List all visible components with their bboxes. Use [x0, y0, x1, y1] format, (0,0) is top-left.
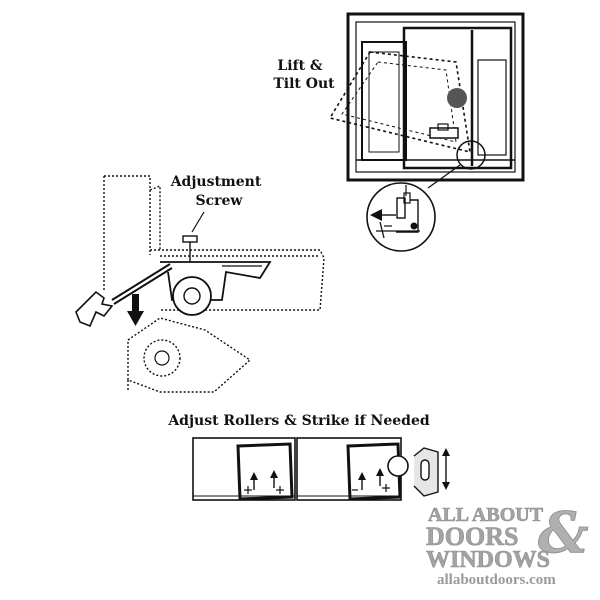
leader-to-screw [191, 211, 205, 233]
svg-text:allaboutdoors.com: allaboutdoors.com [437, 572, 556, 588]
svg-text:DOORS: DOORS [426, 522, 518, 551]
adjust-rollers-label: Adjust Rollers & Strike if Needed [167, 413, 430, 429]
svg-text:Adjustment: Adjustment [170, 174, 262, 190]
adjustment-label: Adjustment Screw [170, 174, 262, 209]
door-after-icon [296, 437, 409, 501]
window-illustration [328, 12, 525, 182]
svg-text:WINDOWS: WINDOWS [426, 547, 550, 573]
door-before-icon [192, 437, 296, 501]
svg-text:Lift &: Lift & [277, 58, 323, 74]
roller-assembly [143, 235, 272, 377]
down-arrow-icon [127, 294, 144, 326]
svg-text:&: & [538, 500, 589, 566]
svg-text:ALL ABOUT: ALL ABOUT [428, 504, 544, 526]
brand-watermark: ALL ABOUT DOORS & WINDOWS allaboutdoors.… [426, 500, 589, 588]
lift-tilt-label: Lift & Tilt Out [273, 58, 335, 92]
callout-detail [366, 140, 486, 252]
strike-plate-icon [413, 447, 450, 497]
svg-text:Tilt Out: Tilt Out [273, 76, 335, 92]
svg-text:Screw: Screw [196, 193, 244, 209]
svg-text:Adjust Rollers & Strike if Nee: Adjust Rollers & Strike if Needed [167, 413, 430, 429]
screwdriver-icon [75, 263, 173, 328]
door-frame-dotted [103, 175, 325, 393]
